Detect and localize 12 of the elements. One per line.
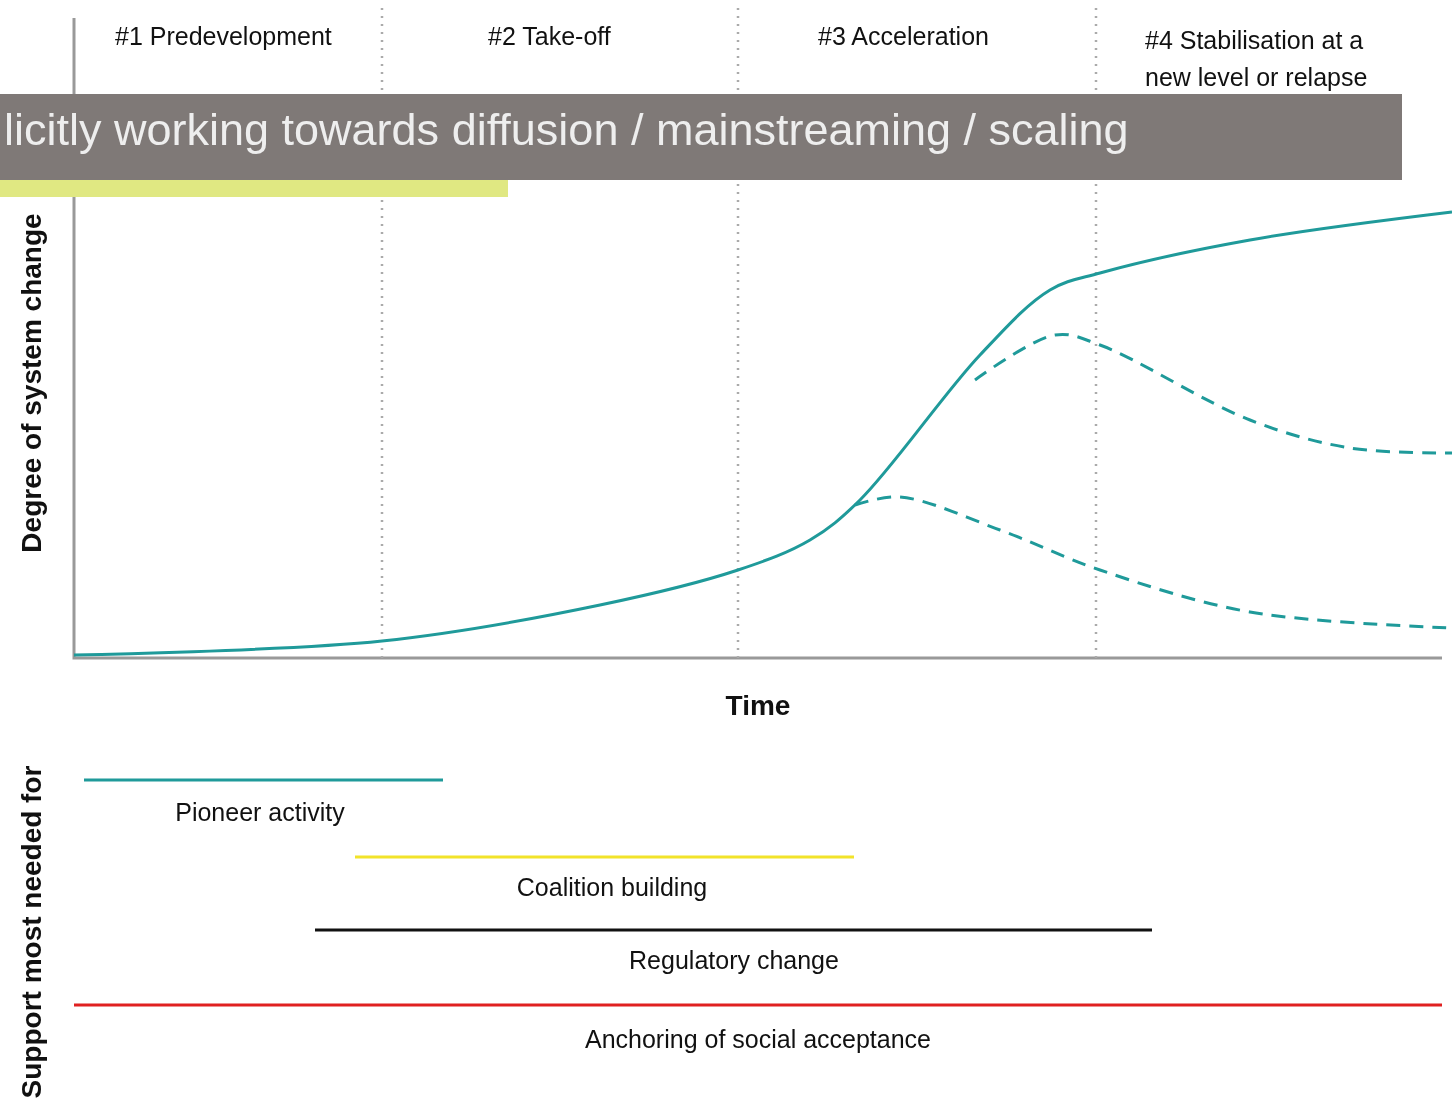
support-label: Pioneer activity xyxy=(175,797,345,827)
support-label: Coalition building xyxy=(516,872,708,902)
phase-heading: #2 Take-off xyxy=(488,22,611,51)
axis-title: Degree of system change xyxy=(16,213,48,553)
support-label: Anchoring of social acceptance xyxy=(585,1024,931,1054)
axis-title: Time xyxy=(725,690,791,722)
axis-title: Support most needed for xyxy=(16,765,48,1099)
phase-heading: #1 Predevelopment xyxy=(115,22,332,51)
phase-heading: #4 Stabilisation at a new level or relapse xyxy=(1145,25,1369,93)
title-banner: licitly working towards diffusion / mainstreaming / scaling xyxy=(0,94,1402,180)
phase-heading: #3 Acceleration xyxy=(818,22,989,51)
support-label: Regulatory change xyxy=(629,945,839,975)
